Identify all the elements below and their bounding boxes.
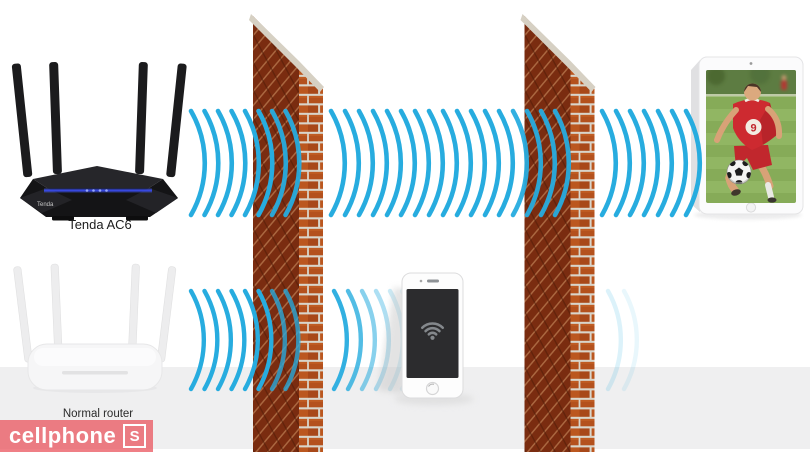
wifi-signal-arc (482, 108, 501, 218)
wifi-signal-arc (242, 288, 260, 392)
wifi-signal-arc (269, 288, 287, 392)
wifi-signal-arc (215, 108, 234, 218)
wifi-signal-arc (605, 288, 623, 392)
wifi-signal-arc (328, 108, 347, 218)
wifi-signal-arc (524, 108, 543, 218)
brick-wall-2 (520, 14, 596, 452)
tablet-camera-icon (749, 62, 753, 65)
wifi-signal-arc (510, 108, 529, 218)
wifi-signal-row-bottom (188, 288, 639, 392)
wifi-signal-arc (627, 108, 646, 218)
watermark-badge: S (123, 424, 147, 448)
wifi-signal-row-top (188, 108, 702, 218)
wifi-signal-arc (398, 108, 417, 218)
wifi-signal-arc (370, 108, 389, 218)
wifi-signal-arc (641, 108, 660, 218)
wifi-signal-arc (331, 288, 349, 392)
wifi-signal-arc (283, 288, 301, 392)
wifi-signal-arc (359, 288, 377, 392)
normal-router-illustration (13, 263, 177, 393)
wifi-signal-arc (229, 108, 248, 218)
soccer-ball (726, 159, 752, 185)
wifi-signal-arc (356, 108, 375, 218)
wifi-signal-arc (412, 108, 431, 218)
tenda-antennas (11, 62, 187, 178)
wifi-signal-arc (384, 108, 403, 218)
tablet-home-button (745, 202, 757, 213)
tenda-router-illustration: Tenda (11, 62, 187, 221)
normal-router-label: Normal router (62, 408, 134, 420)
wifi-signal-arc (242, 108, 261, 218)
tenda-router-label: Tenda AC6 (68, 217, 132, 232)
wifi-icon (420, 322, 445, 340)
phone-camera-icon (419, 279, 423, 283)
phone-speaker (427, 279, 439, 283)
background-player (781, 75, 787, 90)
tenda-logo-text: Tenda (37, 202, 54, 208)
soccer-player: 9 (714, 83, 783, 203)
wifi-signal-arc (283, 108, 302, 218)
watermark-banner: cellphone S (0, 420, 153, 452)
wifi-signal-arc (256, 108, 275, 218)
wifi-signal-arc (188, 108, 207, 218)
wifi-signal-arc (454, 108, 473, 218)
normal-body (27, 343, 163, 393)
wifi-signal-arc (496, 108, 515, 218)
wifi-signal-arc (269, 108, 288, 218)
soccer-photo: 9 (706, 70, 796, 203)
wifi-signal-arc (426, 108, 445, 218)
led-dots (85, 189, 108, 192)
wifi-signal-arc (538, 108, 557, 218)
wifi-signal-arc (215, 288, 233, 392)
wifi-signal-arc (613, 108, 632, 218)
watermark-text: cellphone (9, 423, 117, 448)
wifi-signal-arc (256, 288, 274, 392)
wifi-signal-arc (683, 108, 702, 218)
tenda-body: Tenda (20, 166, 178, 221)
smartphone-illustration (377, 272, 474, 405)
tablet-illustration: 9 (691, 56, 804, 220)
wifi-signal-arc (342, 108, 361, 218)
wifi-signal-arc (655, 108, 674, 218)
wifi-signal-arc (669, 108, 688, 218)
wifi-signal-arc (202, 288, 220, 392)
wifi-signal-arc (188, 288, 206, 392)
wifi-signal-arc (599, 108, 618, 218)
wifi-signal-arc (229, 288, 247, 392)
wifi-signal-arc (202, 108, 221, 218)
wifi-signal-arc (440, 108, 459, 218)
wifi-signal-arc (621, 288, 639, 392)
jersey-number: 9 (750, 123, 756, 135)
wifi-signal-arc (552, 108, 571, 218)
wifi-signal-arc (345, 288, 363, 392)
wifi-signal-arc (468, 108, 487, 218)
